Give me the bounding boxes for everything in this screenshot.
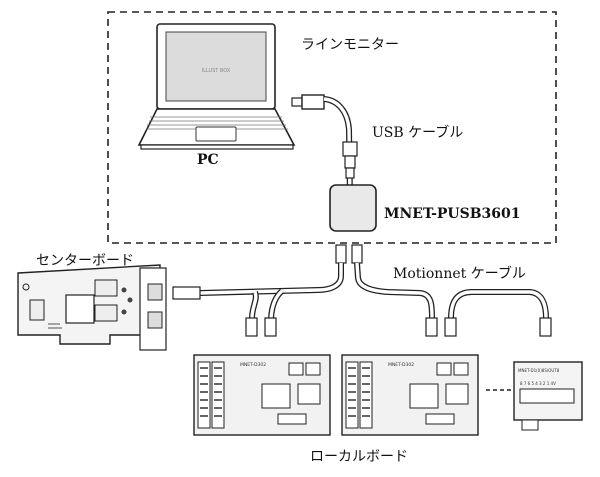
motionnet-cable-label: Motionnet ケーブル — [393, 266, 526, 282]
pusb3601-device — [329, 184, 377, 232]
center-board-label: センターボード — [36, 253, 134, 269]
local-board-2-icon: MNET-D302 — [341, 354, 479, 436]
line-monitor-boundary — [107, 11, 557, 244]
laptop-screen-text: ILLUST BOX — [202, 68, 231, 74]
local-board-2-title: MNET-D302 — [388, 362, 414, 368]
local-board-1-title: MNET-D302 — [240, 362, 266, 368]
pc-label: PC — [197, 152, 219, 168]
device-label: MNET-PUSB3601 — [384, 206, 521, 222]
usb-cable — [291, 94, 358, 201]
local-board-label: ローカルボード — [310, 449, 408, 465]
usb-cable-label: USB ケーブル — [372, 125, 464, 141]
laptop-icon: ILLUST BOX — [137, 23, 296, 150]
small-module-icon: MNET-D1(0)8S/OUT8 8 7 6 5 4 3 2 1 4V — [513, 361, 583, 431]
small-module-title: MNET-D1(0)8S/OUT8 — [518, 368, 560, 373]
small-module-pins: 8 7 6 5 4 3 2 1 4V — [520, 381, 556, 386]
local-board-1-icon: MNET-D302 — [193, 354, 331, 436]
line-monitor-label: ラインモニター — [301, 37, 399, 53]
motionnet-cables — [172, 244, 552, 337]
center-board-icon — [17, 264, 167, 351]
